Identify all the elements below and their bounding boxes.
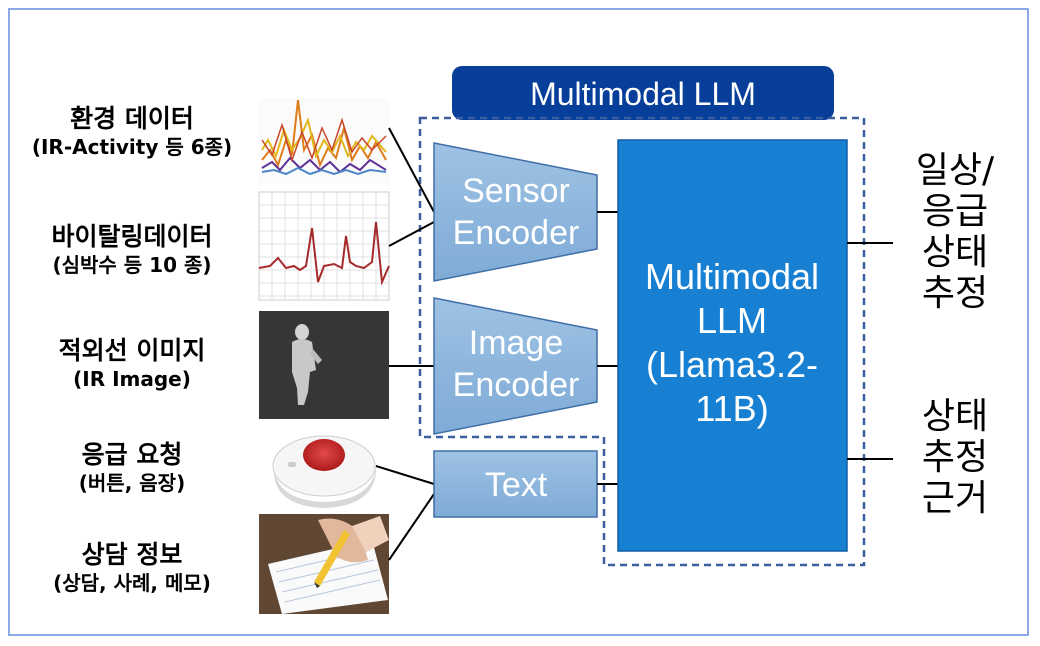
connector-emergency-to-text xyxy=(375,465,435,485)
input-label-vital: 바이탈링데이터 (심박수 등 10 종) xyxy=(10,222,254,278)
connector-env-to-sensor xyxy=(388,127,435,213)
sensor-encoder-block xyxy=(433,142,598,282)
image-encoder-line2: Encoder xyxy=(453,366,580,404)
output-rationale-line1: 상태 xyxy=(921,396,989,437)
llm-line4: 11B) xyxy=(695,388,768,429)
output-label-state: 일상/ 응급 상태 추정 xyxy=(896,150,1014,314)
outer-frame xyxy=(8,8,1029,636)
encoder-connectors xyxy=(597,211,618,485)
input-label-ir-image-title: 적외선 이미지 xyxy=(58,336,206,365)
llm-line2: LLM xyxy=(697,300,767,341)
title-banner xyxy=(452,66,834,120)
input-label-ir-image: 적외선 이미지 (IR Image) xyxy=(10,336,254,392)
sensor-encoder-line2: Encoder xyxy=(453,214,580,252)
multimodal-llm-block xyxy=(617,139,848,552)
input-label-vital-title: 바이탈링데이터 xyxy=(51,222,213,251)
infrared-image xyxy=(259,311,389,419)
llm-line3: (Llama3.2- xyxy=(646,344,818,385)
input-label-counseling: 상담 정보 (상담, 사례, 메모) xyxy=(10,540,254,596)
input-label-counseling-title: 상담 정보 xyxy=(81,540,183,569)
input-label-vital-sub: (심박수 등 10 종) xyxy=(52,253,212,277)
input-label-environment: 환경 데이터 (IR-Activity 등 6종) xyxy=(10,104,254,160)
sensor-encoder-line1: Sensor xyxy=(462,172,570,210)
output-state-line3: 상태 xyxy=(921,232,989,273)
output-label-rationale: 상태 추정 근거 xyxy=(896,396,1014,519)
input-label-emergency-sub: (버튼, 음장) xyxy=(78,471,186,495)
text-encoder-label: Text xyxy=(485,466,548,504)
output-rationale-line3: 근거 xyxy=(921,478,989,519)
image-encoder-block xyxy=(433,297,598,435)
input-label-environment-sub: (IR-Activity 등 6종) xyxy=(31,135,233,159)
llm-line1: Multimodal xyxy=(645,256,819,297)
output-state-line1: 일상/ xyxy=(915,150,995,191)
image-encoder-line1: Image xyxy=(469,324,564,362)
text-encoder-block xyxy=(433,450,598,518)
input-connectors xyxy=(375,127,435,561)
output-connectors xyxy=(847,242,893,460)
vital-ecg-image xyxy=(258,191,390,301)
connector-counsel-to-text xyxy=(388,493,435,561)
output-state-line2: 응급 xyxy=(921,191,989,232)
llm-boundary-dashed xyxy=(418,116,866,567)
environment-data-chart-image xyxy=(259,98,389,184)
connector-vital-to-sensor xyxy=(388,221,435,247)
input-label-emergency: 응급 요청 (버튼, 음장) xyxy=(10,440,254,496)
counseling-notes-image xyxy=(259,514,389,614)
emergency-button-image xyxy=(259,428,389,508)
output-state-line4: 추정 xyxy=(921,273,989,314)
input-label-environment-title: 환경 데이터 xyxy=(70,104,194,133)
input-label-ir-image-sub: (IR Image) xyxy=(73,367,191,391)
title-text: Multimodal LLM xyxy=(530,76,756,112)
input-label-counseling-sub: (상담, 사례, 메모) xyxy=(53,571,211,595)
output-rationale-line2: 추정 xyxy=(921,437,989,478)
input-label-emergency-title: 응급 요청 xyxy=(81,440,183,469)
